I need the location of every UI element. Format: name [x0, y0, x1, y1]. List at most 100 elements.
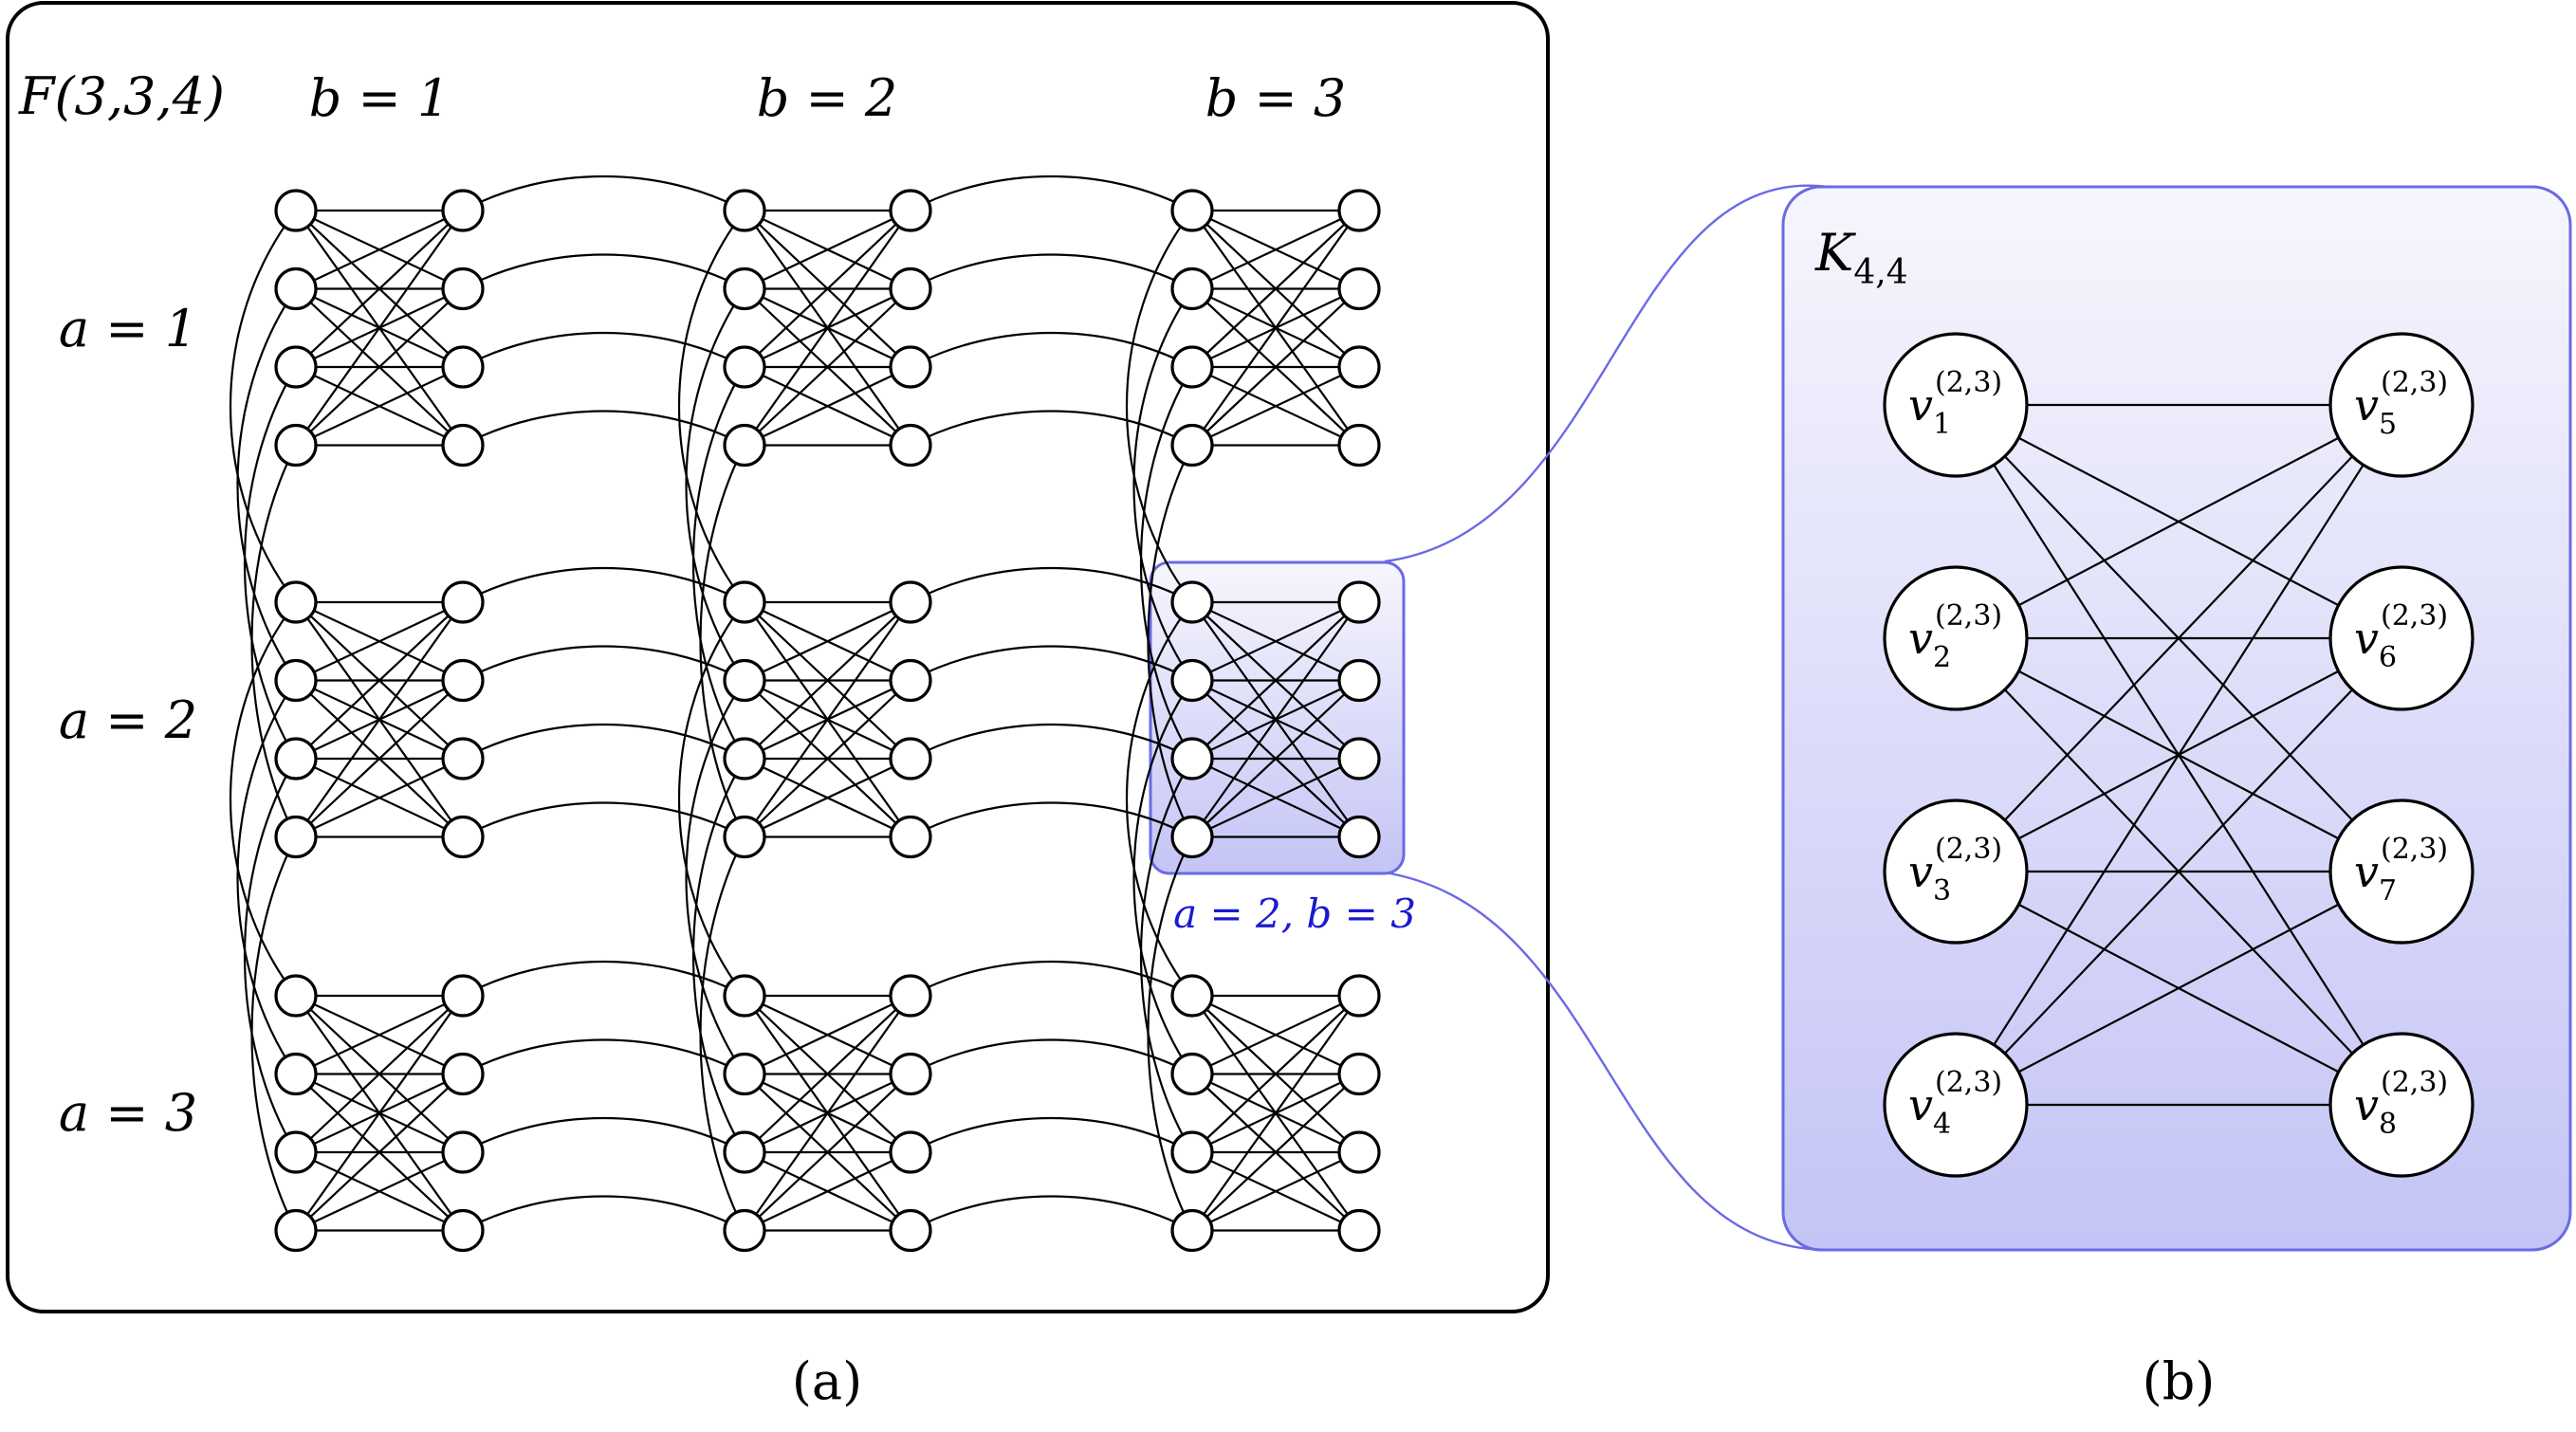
qubit-node [441, 423, 485, 468]
cell-edge [1191, 995, 1360, 1075]
qubit-node [441, 266, 485, 311]
k44-node-superscript: (2,3) [2381, 366, 2448, 399]
qubit-node [723, 580, 766, 624]
qubit-node [441, 815, 485, 859]
k44-node: v7(2,3) [2328, 799, 2475, 945]
k44-edge [1955, 871, 2402, 1106]
k44-node-circle [1883, 565, 2029, 711]
qubit-node [274, 658, 318, 703]
horizontal-coupler [910, 645, 1193, 682]
cell-edge [1191, 366, 1360, 447]
qubit-node [1170, 266, 1214, 311]
intra-cell-edges [295, 209, 1360, 1232]
column-label-2: b = 2 [757, 68, 898, 128]
qubit-node [1170, 189, 1214, 232]
horizontal-coupler [910, 1116, 1193, 1153]
cell-edge [744, 995, 911, 1075]
k44-node-circle [2328, 799, 2475, 945]
vertical-coupler [250, 835, 297, 1232]
qubit-node [1170, 1130, 1214, 1174]
qubit-node [723, 423, 766, 468]
k44-node-label: v1 [1908, 379, 1951, 441]
cell-edge [1191, 210, 1360, 447]
vertical-coupler [243, 366, 297, 760]
qubit-node [889, 1130, 932, 1174]
qubit-node [723, 1130, 766, 1174]
cell-edge [1191, 287, 1360, 447]
qubit-node [889, 580, 932, 624]
qubit-node [1337, 189, 1381, 232]
k44-node-superscript: (2,3) [1935, 599, 2002, 633]
panel-b-title: K4,4 [1814, 223, 1908, 292]
horizontal-coupler [910, 960, 1193, 997]
row-label-1: a = 1 [59, 299, 197, 358]
k44-node: v1(2,3) [1883, 332, 2029, 478]
cell-edge [1191, 995, 1360, 1232]
vertical-coupler [677, 210, 745, 603]
horizontal-coupler [910, 1195, 1193, 1232]
cell-edge [295, 995, 464, 1232]
vertical-coupler [250, 444, 297, 838]
qubit-node [441, 658, 485, 703]
cell-edge [744, 601, 911, 838]
k44-edge [1955, 404, 2402, 1106]
k44-node: v3(2,3) [1883, 799, 2029, 945]
zoom-connector-bottom [1384, 871, 1831, 1252]
vertical-coupler [236, 679, 297, 1075]
vertical-coupler [1147, 444, 1193, 838]
vertical-coupler [1125, 601, 1193, 997]
cell-edge [295, 210, 464, 290]
inter-cell-couplers [229, 174, 1193, 1232]
cell-edge [1191, 1151, 1360, 1232]
cell-edge [1191, 679, 1360, 838]
cell-edge [744, 210, 911, 368]
qubit-node [889, 1208, 932, 1253]
cell-edge [744, 366, 911, 447]
qubit-node [889, 737, 932, 780]
horizontal-coupler [910, 410, 1193, 447]
k44-edge [1955, 404, 2402, 872]
qubit-node [1337, 1130, 1381, 1174]
cell-edge [744, 679, 911, 838]
k44-edge [1955, 404, 2402, 639]
qubit-node [1170, 580, 1214, 624]
qubit-node [723, 345, 766, 389]
cell-edge [744, 210, 911, 447]
cell-edge [744, 601, 911, 760]
row-label-3: a = 3 [59, 1083, 197, 1143]
k44-node-label: v7 [2354, 846, 2397, 908]
qubit-node [1337, 580, 1381, 624]
horizontal-coupler [462, 1038, 745, 1075]
qubit-node [274, 974, 318, 1018]
vertical-coupler [685, 679, 745, 1075]
cell-edge [744, 1151, 911, 1232]
qubit-node [1170, 423, 1214, 468]
k44-node-label: v6 [2354, 613, 2397, 674]
cell-edge [1191, 210, 1360, 290]
qubit-node [723, 1052, 766, 1096]
k44-node-circle [1883, 332, 2029, 478]
horizontal-coupler [462, 960, 745, 997]
vertical-coupler [699, 835, 745, 1232]
qubit-node [274, 266, 318, 311]
panel-a-frame [6, 1, 1550, 1313]
qubit-node [1170, 658, 1214, 703]
cell-edge [1191, 758, 1360, 838]
k44-nodes: v1(2,3)v2(2,3)v3(2,3)v4(2,3)v5(2,3)v6(2,… [1883, 332, 2475, 1178]
cell-edge [295, 601, 464, 838]
k44-node: v5(2,3) [2328, 332, 2475, 478]
vertical-coupler [1139, 366, 1193, 760]
cell-edge [1191, 1073, 1360, 1232]
qubit-node [1170, 737, 1214, 780]
qubit-node [274, 189, 318, 232]
cell-edge [1191, 601, 1360, 838]
k44-node-circle [1883, 1032, 2029, 1178]
highlight-label: a = 2, b = 3 [1173, 890, 1416, 937]
qubit-node [723, 658, 766, 703]
k44-edges [1955, 403, 2402, 1107]
cell-edge [295, 679, 464, 838]
vertical-coupler [685, 287, 745, 682]
k44-node-superscript: (2,3) [2381, 1066, 2448, 1099]
qubit-node [274, 1208, 318, 1253]
